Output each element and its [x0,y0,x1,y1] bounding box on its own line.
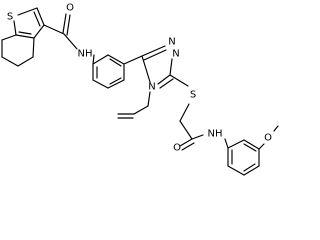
atom-label-s-thioether: S [190,90,196,101]
bond-ph-double-2 [109,77,122,85]
bond-nh1-ph1 [92,54,95,65]
bond-c2-c3 [36,7,45,26]
bond-carbonyl2-nh2 [191,134,204,140]
bond-ar-d-e [243,165,260,176]
bond-ph-b-c [92,79,109,89]
bond-ch2-carbonyl2 [179,120,193,140]
atom-label-n-triazole-right: N [168,37,175,48]
atom-label-s-thiophene: S [7,12,13,23]
bond-o-ch3 [273,125,279,132]
bond-c4-c5 [17,56,34,67]
bond-carbonyl-o1-double [66,14,71,36]
atom-label-o-amide2: O [173,143,181,154]
bond-c5-c6 [1,56,19,67]
bond-c3a-c7a-inner [18,31,32,35]
bond-c5-n4-double [159,78,174,89]
bond-lines [1,7,279,176]
bond-s1-c2 [17,7,38,16]
bond-c3-carbonyl [43,24,65,35]
bond-ar-a-b [227,139,245,149]
bond-c3-c3a [33,24,45,39]
bond-s-ch2 [179,103,190,122]
bond-n4-c3 [141,55,151,83]
bond-ph-triazole [123,55,143,65]
bond-ar-b-c [243,139,260,150]
bond-c2-c3-double [33,11,41,27]
chemical-structure-diagram: S O NH N N N S O NH O [1,3,279,176]
atom-label-n-triazole-bottom: N [148,82,155,93]
bond-ph-double-3 [109,58,122,67]
bond-c3a-c4 [32,37,35,58]
bond-ar-double-1 [243,143,257,152]
atom-label-n-triazole-right2: N [172,49,179,60]
bond-n4-ch2 [147,91,151,107]
bond-c5-s [169,74,189,87]
atom-label-nh-amide2: NH [208,129,223,140]
bond-ar-double-2 [243,163,256,172]
bond-carbonyl2-o2 [179,138,193,147]
bond-nh2-ar [224,138,229,149]
bond-carbonyl2-o2-double [181,142,195,151]
atom-label-o-methoxy: O [264,133,272,144]
atom-labels: S O NH N N N S O NH O [7,3,272,154]
bond-c3a-c7a-double [15,34,35,39]
bond-ph-f-a [92,54,109,65]
bond-c7-c7a [1,34,17,41]
atom-label-nh-amide1: NH [78,49,93,60]
bond-ph-c-d [107,79,125,89]
bond-carbonyl-nh1 [63,33,78,50]
bond-c3-n2 [141,45,166,57]
bond-n1-c5 [169,58,173,76]
bond-c5-n4 [157,74,171,85]
bond-ar-o [258,143,265,150]
bond-ar-e-f [227,165,245,176]
bond-c3-n2-double [143,49,167,61]
bond-carbonyl-o1 [62,13,67,34]
bond-ph-e-f [107,54,125,65]
bond-allyl-1 [133,105,149,115]
bond-c7a-s1 [13,20,17,36]
atom-label-o-amide1: O [66,3,74,14]
